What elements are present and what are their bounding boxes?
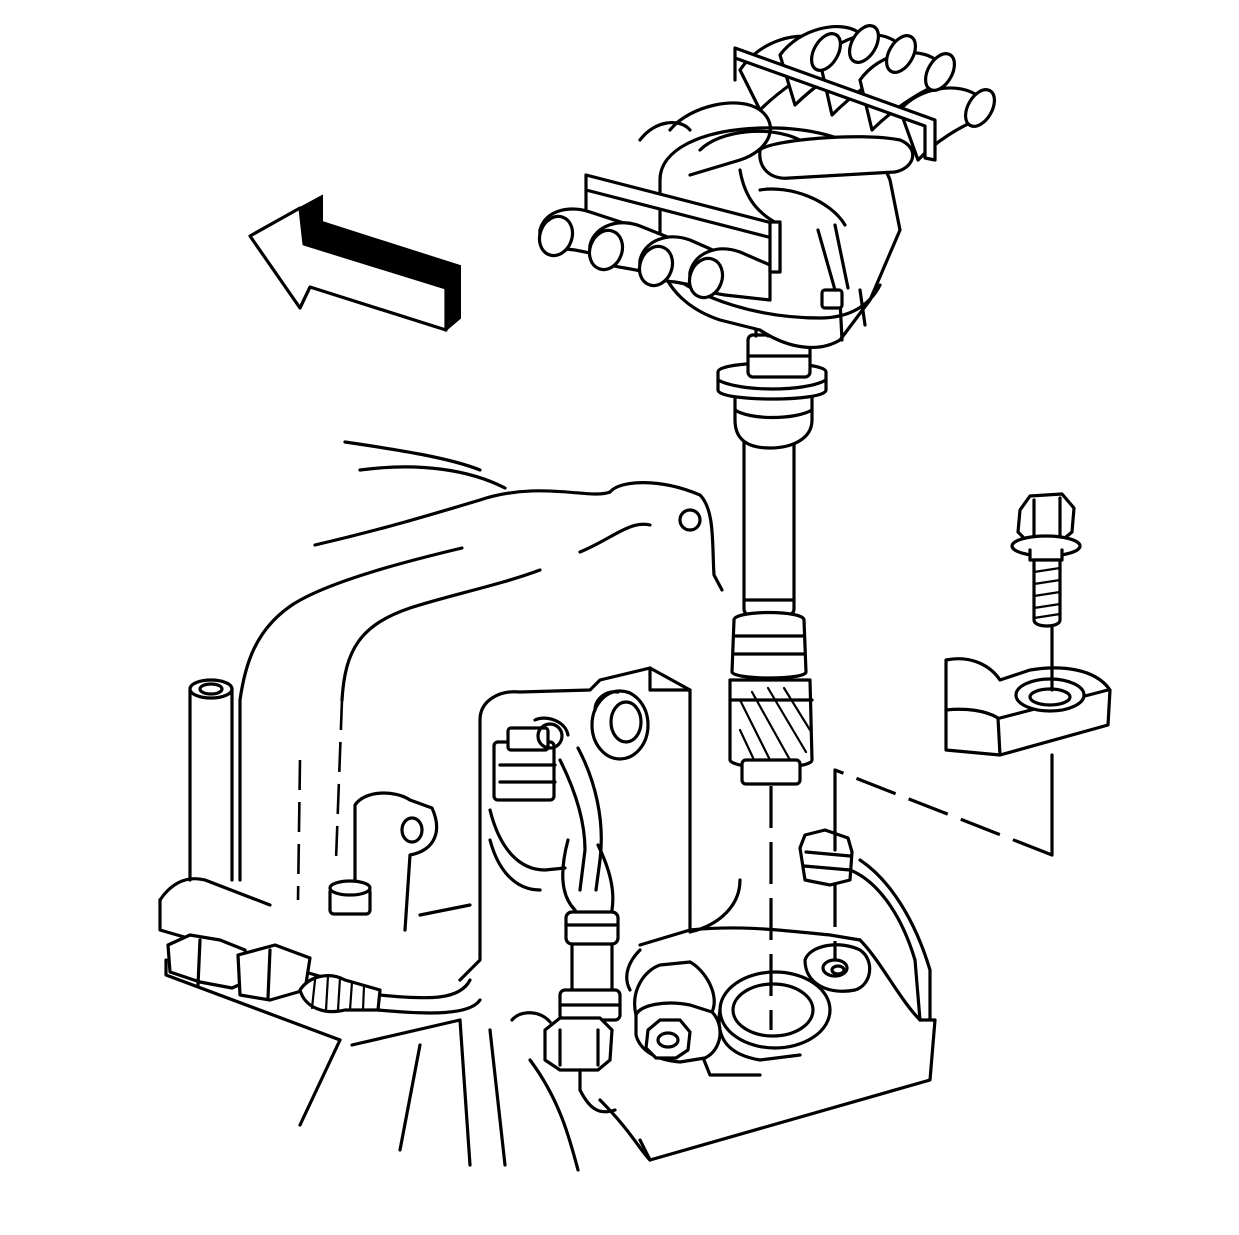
- sensor-bracket: [458, 666, 722, 1114]
- direction-arrow-icon: [248, 194, 461, 333]
- pad-stud: [798, 828, 932, 1022]
- intake-manifold: [188, 440, 724, 932]
- distributor-mounting-pad: [638, 878, 922, 1077]
- engine-block: [158, 877, 937, 1172]
- hold-down-clamp: [944, 657, 1112, 757]
- hold-down-bolt: [1010, 492, 1082, 628]
- distributor: [716, 310, 828, 786]
- alignment-lines: [769, 626, 1054, 1030]
- distributor-cap: [537, 24, 997, 350]
